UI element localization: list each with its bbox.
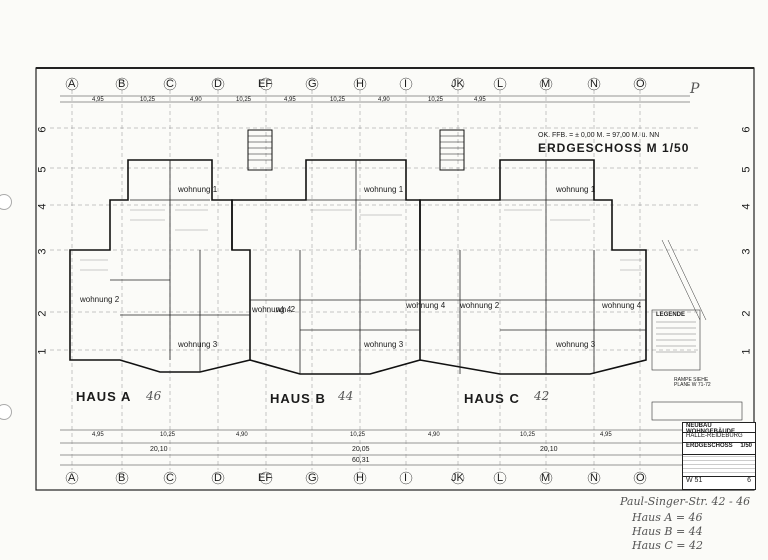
top-dimension: 4,90 <box>190 97 202 103</box>
room-label: wohnung 4 <box>406 301 446 310</box>
sheet-number: W 51 <box>686 477 703 484</box>
title-block-scale: 1/50 <box>740 443 752 449</box>
row-number-right-6: 6 <box>740 126 753 133</box>
haus-c-handwritten: 42 <box>534 389 550 403</box>
top-dimension: 4,95 <box>284 97 296 103</box>
total-dimension-right: 20,10 <box>540 446 558 453</box>
corner-handwritten-mark: P <box>690 81 700 97</box>
grid-letter-top-l: L <box>497 78 504 90</box>
row-number-3: 3 <box>36 248 49 255</box>
title-block-line3: ERDGESCHOSS 1/50 <box>683 443 755 455</box>
total-dimension-mid: 20,05 <box>352 446 370 453</box>
total-dimension-left: 20,10 <box>150 446 168 453</box>
grid-letter-top-n: N <box>590 78 598 90</box>
room-label: wohnung 4 <box>602 301 642 310</box>
row-number-right-2: 2 <box>740 310 753 317</box>
legend-title: LEGENDE <box>656 312 686 318</box>
title-block: NEUBAU WOHNGEBÄUDE HALLE-REIDEBURG ERDGE… <box>682 422 756 490</box>
grid-letter-top-c: C <box>166 78 174 90</box>
row-number-2: 2 <box>36 310 49 317</box>
room-label: wohnung 3 <box>556 340 596 349</box>
title-block-line1: NEUBAU WOHNGEBÄUDE <box>683 423 755 435</box>
row-number-right-4: 4 <box>740 203 753 210</box>
handwritten-street: Paul-Singer-Str. 42 - 46 <box>620 495 751 508</box>
room-label: wohnung 2 <box>460 301 500 310</box>
title-block-line2: HALLE-REIDEBURG <box>683 433 755 443</box>
grid-letter-bottom-o: O <box>636 472 645 484</box>
grid-letter-top-i: I <box>404 78 408 90</box>
haus-b-handwritten: 44 <box>338 389 354 403</box>
haus-a-handwritten: 46 <box>146 389 162 403</box>
top-dimension: 10,25 <box>330 97 346 103</box>
grid-letter-top-o: O <box>636 78 645 90</box>
room-label: wohnung 3 <box>364 340 404 349</box>
punch-hole-top <box>0 194 12 210</box>
haus-c-label: HAUS C <box>464 391 520 406</box>
grid-letter-bottom-jk: JK <box>451 472 464 484</box>
grid-letter-top-d: D <box>214 78 222 90</box>
bottom-dimension: 4,90 <box>428 432 440 438</box>
ramp-note: RAMPE SIEHE PLANE W 71-72 <box>674 377 711 388</box>
grid-letter-bottom-n: N <box>590 472 598 484</box>
row-number-right-3: 3 <box>740 248 753 255</box>
top-dimension: 4,95 <box>92 97 104 103</box>
room-label: wohnung 3 <box>178 340 218 349</box>
grid-letter-bottom-c: C <box>166 472 174 484</box>
grid-letter-top-b: B <box>118 78 126 90</box>
row-number-4: 4 <box>36 203 49 210</box>
row-number-right-1: 1 <box>740 348 753 355</box>
grid-letter-top-a: A <box>68 78 76 90</box>
grid-letter-bottom-g: G <box>308 472 317 484</box>
top-dimension: 10,25 <box>428 97 444 103</box>
elevation-note: OK. FFB. = ± 0,00 M. = 97,00 M. ü. NN <box>538 132 660 139</box>
bottom-dimension: 4,95 <box>92 432 104 438</box>
grid-letter-bottom-l: L <box>497 472 504 484</box>
title-block-notes <box>683 455 755 477</box>
grid-letter-bottom-b: B <box>118 472 126 484</box>
haus-b-label: HAUS B <box>270 391 326 406</box>
total-dimension-overall: 60,31 <box>352 457 370 464</box>
row-number-5: 5 <box>36 166 49 173</box>
room-label: wohnung 4 <box>252 305 292 314</box>
room-label: wh. 2 <box>276 305 296 314</box>
top-dimension: 4,90 <box>378 97 390 103</box>
bottom-dimension: 10,25 <box>350 432 366 438</box>
grid-letter-top-h: H <box>356 78 364 90</box>
punch-hole-bottom <box>0 404 12 420</box>
room-label: wohnung 1 <box>178 185 218 194</box>
title-block-sheet-row: W 51 6 <box>683 477 755 489</box>
grid-letter-bottom-m: M <box>541 472 551 484</box>
grid-letter-top-jk: JK <box>451 78 464 90</box>
bottom-dimension: 4,95 <box>600 432 612 438</box>
handwritten-haus-c: Haus C = 42 <box>632 539 704 552</box>
haus-a-label: HAUS A <box>76 389 132 404</box>
grid-letter-bottom-a: A <box>68 472 76 484</box>
title-block-drawing-name: ERDGESCHOSS <box>686 443 733 449</box>
row-number-6: 6 <box>36 126 49 133</box>
grid-letter-top-ef: EF <box>258 78 273 90</box>
row-number-right-5: 5 <box>740 166 753 173</box>
top-dimension: 10,25 <box>140 97 156 103</box>
top-dimension: 4,95 <box>474 97 486 103</box>
grid-letter-top-g: G <box>308 78 317 90</box>
grid-letter-bottom-i: I <box>404 472 408 484</box>
bottom-dimension: 10,25 <box>160 432 176 438</box>
plan-title: ERDGESCHOSS M 1/50 <box>538 141 690 155</box>
bottom-dimension: 10,25 <box>520 432 536 438</box>
row-number-1: 1 <box>36 348 49 355</box>
grid-letter-top-m: M <box>541 78 551 90</box>
grid-letter-bottom-h: H <box>356 472 364 484</box>
bottom-dimension: 4,90 <box>236 432 248 438</box>
sheet-index: 6 <box>747 477 751 484</box>
room-label: wohnung 2 <box>80 295 120 304</box>
top-dimension: 10,25 <box>236 97 252 103</box>
handwritten-haus-a: Haus A = 46 <box>632 511 703 524</box>
grid-letter-bottom-ef: EF <box>258 472 273 484</box>
grid-letter-bottom-d: D <box>214 472 222 484</box>
handwritten-haus-b: Haus B = 44 <box>632 525 703 538</box>
room-label: wohnung 1 <box>364 185 404 194</box>
room-label: wohnung 1 <box>556 185 596 194</box>
